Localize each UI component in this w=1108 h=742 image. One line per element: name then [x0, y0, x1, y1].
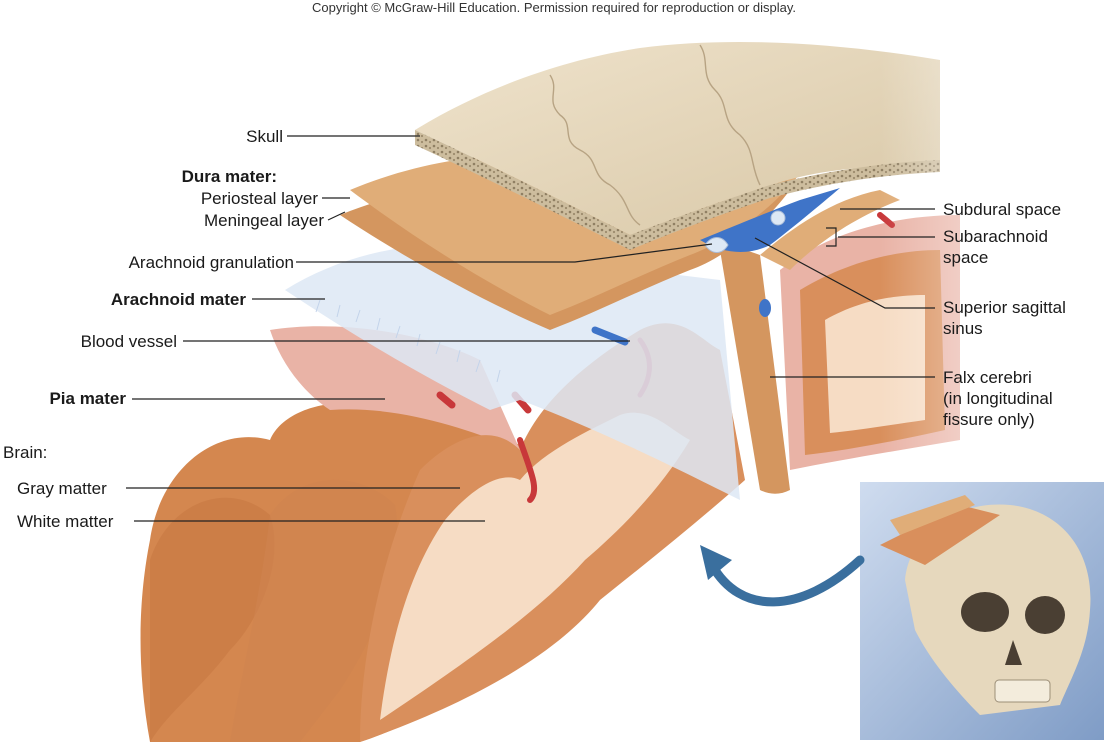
leader-lines	[126, 135, 935, 522]
pointing-arrow-head	[700, 545, 732, 580]
skull-spongy-edge	[415, 130, 630, 250]
label-falx-cerebri-line2: (in longitudinal	[943, 389, 1053, 408]
falx-cerebri-shape	[720, 247, 790, 494]
label-pia-mater: Pia mater	[49, 389, 126, 408]
label-blood-vessel: Blood vessel	[80, 332, 177, 351]
inset-eye-socket-right	[1025, 596, 1065, 634]
skull-slab-top	[415, 41, 940, 235]
label-periosteal-layer: Periosteal layer	[200, 189, 318, 208]
label-arachnoid-mater: Arachnoid mater	[110, 290, 246, 309]
superior-sagittal-sinus-shape	[700, 188, 840, 252]
arachnoid-sheet	[285, 245, 740, 500]
inset-nasal-cavity	[1005, 640, 1022, 665]
label-gray-matter: Gray matter	[17, 479, 107, 498]
label-subarachnoid-space-line2: space	[943, 248, 989, 267]
brain-gyrus-mid	[230, 479, 398, 742]
label-falx-cerebri-line1: Falx cerebri	[943, 368, 1032, 387]
label-skull: Skull	[246, 127, 283, 146]
pointing-arrow	[707, 555, 865, 607]
label-falx-cerebri: Falx cerebri (in longitudinal fissure on…	[943, 367, 1053, 430]
label-dura-mater: Dura mater:	[181, 167, 277, 186]
label-subdural-space: Subdural space	[943, 200, 1062, 219]
label-superior-sagittal-sinus-line1: Superior sagittal	[943, 298, 1066, 317]
inset-teeth	[994, 679, 1051, 703]
inset-eye-socket-left	[961, 592, 1009, 632]
label-white-matter: White matter	[17, 512, 114, 531]
arachnoid-layer	[285, 245, 740, 500]
label-superior-sagittal-sinus-line2: sinus	[943, 319, 983, 338]
brain-gyrus-left	[150, 497, 275, 742]
label-brain: Brain:	[3, 443, 48, 462]
label-falx-cerebri-line3: fissure only)	[943, 410, 1035, 429]
label-arachnoid-granulation: Arachnoid granulation	[128, 253, 294, 272]
dura-and-skull	[340, 20, 1108, 494]
white-matter-cut-face	[380, 412, 690, 720]
label-subarachnoid-space: Subarachnoid space	[943, 226, 1048, 268]
arachnoid-granulation-shape	[704, 237, 729, 253]
copyright-notice: Copyright © McGraw-Hill Education. Permi…	[311, 0, 797, 15]
inset-section-slab	[880, 505, 1000, 565]
inset-skull-panel	[860, 482, 1104, 740]
label-subarachnoid-space-line1: Subarachnoid	[943, 227, 1048, 246]
label-superior-sagittal-sinus: Superior sagittal sinus	[943, 297, 1066, 339]
label-meningeal-layer: Meningeal layer	[203, 211, 324, 230]
